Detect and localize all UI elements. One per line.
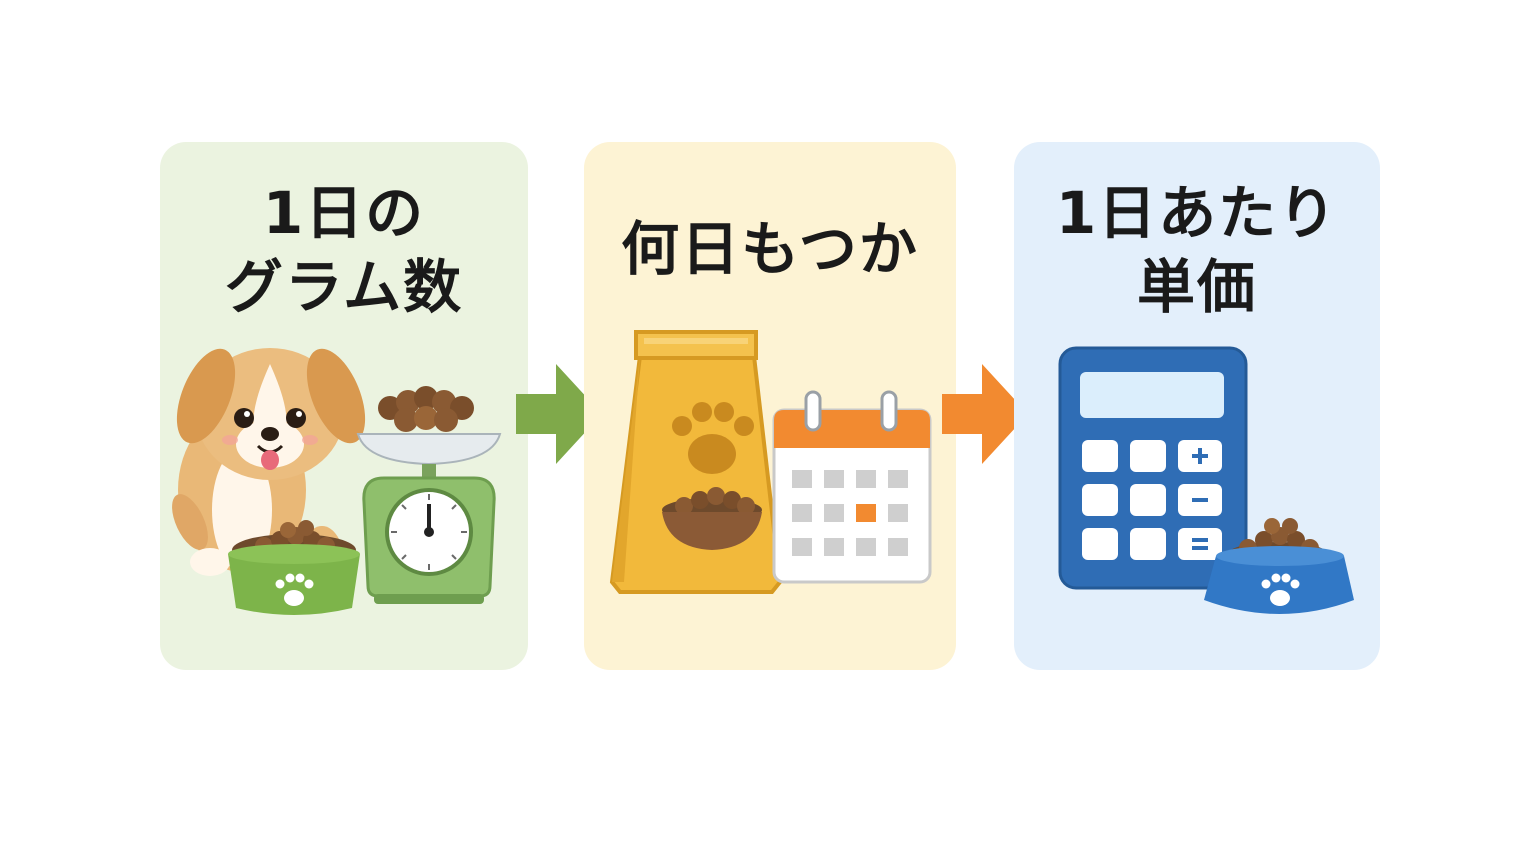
food-bowl-icon bbox=[1204, 518, 1354, 614]
step-title-line: 1日の bbox=[262, 179, 426, 247]
step-title: 何日もつか bbox=[584, 212, 956, 286]
step-title: 1日あたり 単価 bbox=[1014, 176, 1380, 324]
food-bowl-icon bbox=[228, 520, 360, 615]
food-bag-icon bbox=[609, 330, 783, 594]
step-illustration bbox=[172, 348, 502, 615]
calculator-icon bbox=[1058, 346, 1248, 590]
step-title-line: 1日あたり bbox=[1055, 179, 1339, 247]
arrow-right-icon bbox=[516, 364, 602, 464]
step-title: 1日の グラム数 bbox=[160, 176, 528, 324]
step-card-daily-unit-price: 1日あたり 単価 bbox=[1014, 142, 1380, 670]
step-title-line: 単価 bbox=[1136, 253, 1257, 321]
step-card-days-last: 何日もつか bbox=[584, 142, 956, 670]
arrow-right-icon bbox=[942, 364, 1028, 464]
step-title-line: グラム数 bbox=[224, 253, 464, 321]
step-illustration bbox=[609, 330, 932, 594]
calendar-icon bbox=[772, 390, 932, 584]
kitchen-scale-icon bbox=[356, 386, 502, 604]
step-title-line: 何日もつか bbox=[621, 215, 919, 283]
step-illustration bbox=[1058, 346, 1354, 614]
step-card-daily-grams: 1日の グラム数 bbox=[160, 142, 528, 670]
